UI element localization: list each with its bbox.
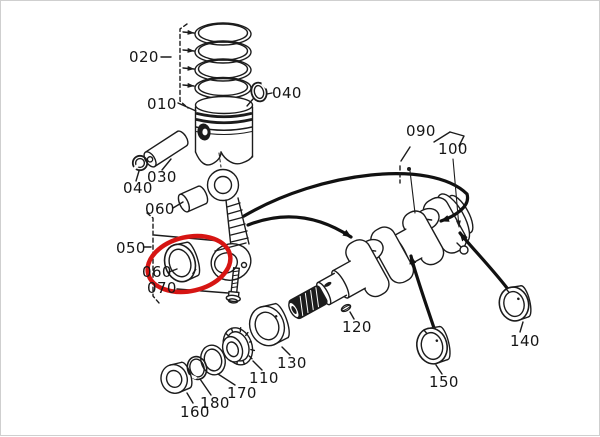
part-label-040-top: 040	[272, 84, 302, 102]
crankshaft-key	[340, 303, 355, 320]
piston-pin-circlip-left	[131, 154, 149, 182]
shell150-leader	[435, 364, 443, 375]
small-end-bushing	[177, 185, 209, 213]
part-label-040-left: 040	[123, 179, 153, 197]
part-label-060-lower: 060	[142, 263, 172, 281]
part-label-030: 030	[147, 168, 177, 186]
bushing-leader	[172, 201, 184, 209]
part-label-090: 090	[406, 122, 436, 140]
part-label-150: 150	[429, 373, 459, 391]
part-label-170: 170	[227, 384, 257, 402]
part-label-130: 130	[277, 354, 307, 372]
piston-pin	[143, 130, 189, 168]
piston	[177, 95, 254, 168]
part-label-010: 010	[147, 95, 177, 113]
crank-gear	[221, 327, 256, 366]
crank-collar	[248, 302, 290, 347]
highlight-circle	[145, 233, 233, 295]
part-label-070: 070	[147, 279, 177, 297]
part-label-110: 110	[249, 369, 279, 387]
rings-callout-bracket	[160, 23, 195, 109]
part-label-160: 160	[180, 403, 210, 421]
main-bearing-shell-140	[498, 285, 532, 322]
part-label-020: 020	[129, 48, 159, 66]
collar160-leader	[186, 392, 194, 404]
crankshaft-callouts	[399, 131, 465, 228]
front-collar	[160, 361, 193, 394]
big-end-bearing-shell	[163, 241, 201, 283]
collar-leader	[281, 346, 291, 356]
shell140-leader	[519, 321, 524, 333]
gear-leader	[252, 360, 263, 371]
rod-bolt	[225, 267, 241, 304]
washer-leader	[217, 373, 236, 386]
piston-pin-circlip-right	[246, 81, 273, 107]
bearing-position-arrows	[242, 172, 509, 333]
flange-dowel-ball	[456, 242, 469, 255]
pin-leader	[161, 158, 172, 171]
part-label-060-upper: 060	[145, 200, 175, 218]
part-label-100: 100	[438, 140, 468, 158]
part-label-140: 140	[510, 332, 540, 350]
part-label-180: 180	[200, 394, 230, 412]
part-label-120: 120	[342, 318, 372, 336]
main-bearing-shell-150	[416, 325, 451, 365]
part-label-050: 050	[116, 239, 146, 257]
shell-leader	[168, 268, 178, 273]
crankshaft	[288, 193, 474, 320]
oring-leader	[199, 378, 212, 396]
